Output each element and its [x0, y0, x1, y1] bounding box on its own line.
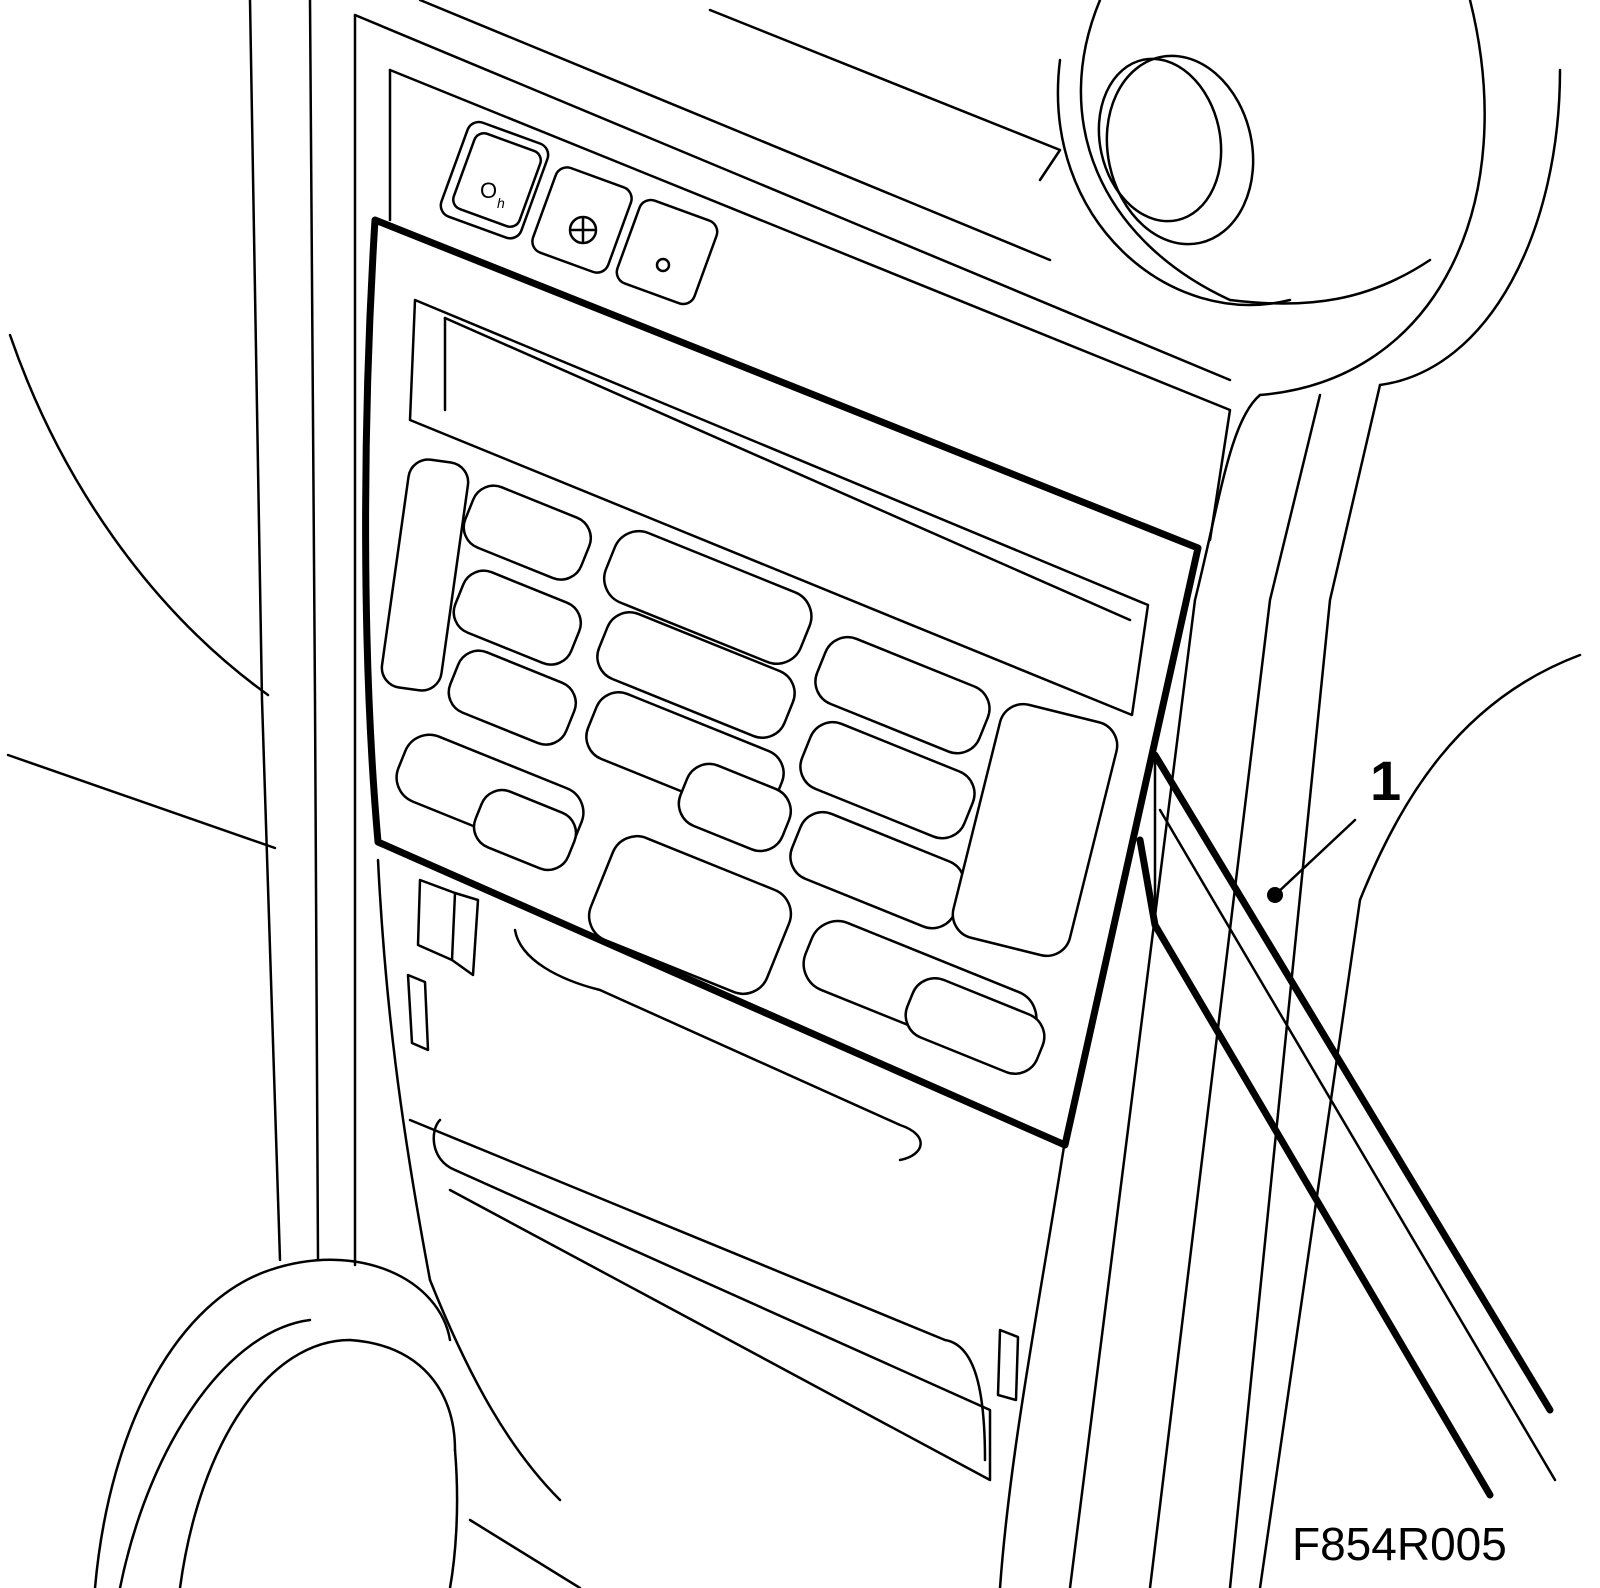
center-stack-bezel — [353, 13, 1232, 1588]
display-window — [408, 298, 1150, 717]
console-left-side-panels — [248, 0, 357, 1267]
callout-1-dot — [1267, 887, 1283, 903]
console-right-side-panels — [1068, 383, 1582, 1588]
upper-dash-lines — [418, 0, 1562, 397]
left-tall-button — [380, 458, 470, 692]
left-background-lines — [6, 333, 277, 850]
switch-symbol-h: h — [497, 195, 505, 211]
callout-1-leader — [1267, 818, 1357, 903]
indicator-dot-icon — [655, 257, 671, 273]
trim-tool — [1136, 751, 1557, 1499]
round-control-knob — [1097, 54, 1255, 246]
switch-symbol-o: O — [480, 178, 497, 203]
gear-shifter-boot — [93, 1258, 459, 1588]
upper-switch-row: O h — [439, 120, 719, 306]
fan-icon — [568, 215, 598, 245]
figure-id-label: F854R005 — [1292, 1518, 1507, 1570]
climate-control-panel — [362, 216, 1202, 1149]
right-tall-button — [951, 702, 1119, 958]
lower-console-openings — [406, 878, 1020, 1482]
callout-number-1: 1 — [1370, 749, 1401, 812]
